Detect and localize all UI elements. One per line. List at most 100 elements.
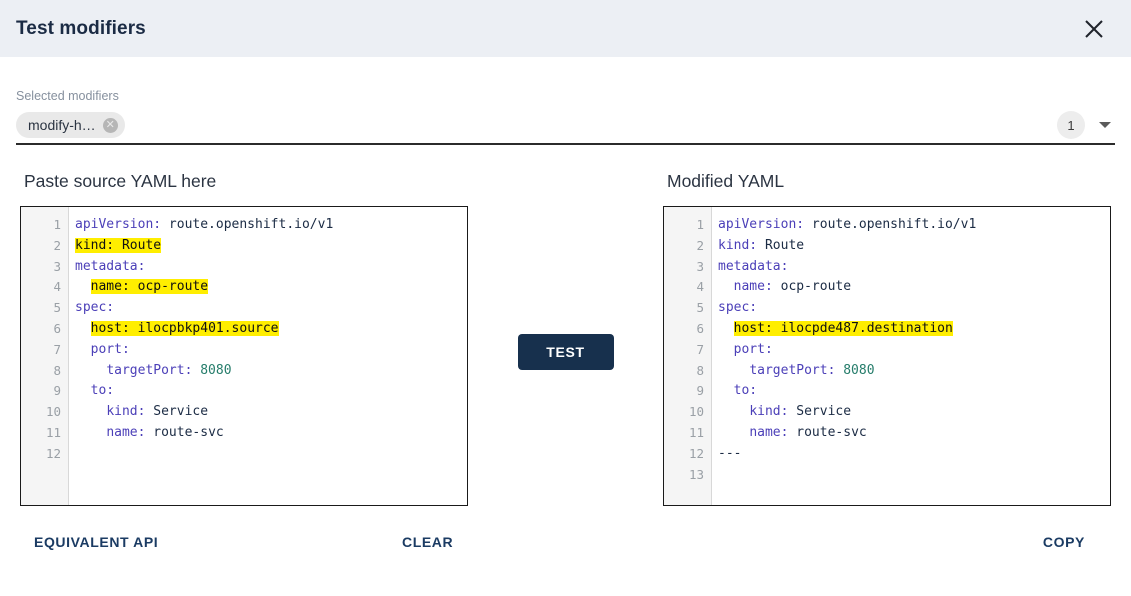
line-number: 12 — [688, 445, 704, 461]
line-number: 13 — [688, 466, 704, 482]
code-line: name: ocp-route — [75, 277, 467, 298]
code-text: --- — [718, 445, 742, 461]
code-line: kind: Route — [75, 236, 467, 257]
code-line: port: — [75, 340, 467, 361]
line-number: 11 — [45, 424, 61, 440]
code-text: name: route-svc — [106, 424, 224, 440]
selected-modifiers-label: Selected modifiers — [16, 89, 119, 103]
line-number: 7 — [696, 341, 704, 357]
line-number: 1 — [696, 217, 704, 232]
code-text: metadata: — [718, 258, 789, 274]
code-line — [718, 465, 1110, 486]
line-number: 10 — [45, 404, 61, 420]
line-number: 3 — [53, 258, 61, 274]
close-icon — [1083, 18, 1105, 40]
code-text: apiVersion: route.openshift.io/v1 — [75, 217, 334, 232]
line-number: 6 — [53, 320, 61, 336]
code-line: metadata: — [75, 257, 467, 278]
line-number: 4 — [53, 279, 61, 295]
selected-modifiers-field[interactable]: modify-h… ✕ 1 — [16, 111, 1115, 145]
dialog-header: Test modifiers — [0, 0, 1131, 57]
page-title: Test modifiers — [16, 17, 146, 39]
line-number: 9 — [53, 383, 61, 399]
code-line: name: route-svc — [75, 423, 467, 444]
line-number: 5 — [696, 300, 704, 316]
code-text: metadata: — [75, 258, 146, 274]
code-line — [75, 444, 467, 465]
code-text: kind: Service — [749, 404, 852, 420]
selected-modifiers-section: Selected modifiers modify-h… ✕ 1 — [0, 57, 1131, 145]
modifier-chip[interactable]: modify-h… ✕ — [16, 112, 125, 138]
line-number: 7 — [53, 341, 61, 357]
highlighted-code: name: ocp-route — [90, 279, 209, 295]
line-number: 11 — [688, 424, 704, 440]
code-line: host: ilocpde487.destination — [718, 319, 1110, 340]
line-number: 9 — [696, 383, 704, 399]
line-number: 1 — [53, 217, 61, 232]
code-text: to: — [90, 383, 115, 399]
source-code-area[interactable]: apiVersion: route.openshift.io/v1 kind: R… — [69, 207, 467, 505]
code-text: targetPort: 8080 — [106, 362, 232, 378]
code-line: apiVersion: route.openshift.io/v1 — [75, 215, 467, 236]
code-line: host: ilocpbkp401.source — [75, 319, 467, 340]
code-text: port: — [90, 341, 130, 357]
code-line: targetPort: 8080 — [718, 361, 1110, 382]
highlighted-code: kind: Route — [75, 237, 162, 253]
equivalent-api-button[interactable]: EQUIVALENT API — [26, 528, 166, 556]
line-number: 8 — [696, 362, 704, 378]
code-line: name: ocp-route — [718, 277, 1110, 298]
clear-button[interactable]: CLEAR — [394, 528, 461, 556]
code-line: port: — [718, 340, 1110, 361]
code-line: --- — [718, 444, 1110, 465]
line-number: 4 — [696, 279, 704, 295]
code-text: apiVersion: route.openshift.io/v1 — [718, 217, 977, 232]
code-text: name: route-svc — [749, 424, 867, 440]
code-line: spec: — [718, 298, 1110, 319]
line-number: 8 — [53, 362, 61, 378]
code-line: metadata: — [718, 257, 1110, 278]
copy-button[interactable]: COPY — [1035, 528, 1093, 556]
close-circle-icon[interactable]: ✕ — [102, 117, 118, 133]
close-dialog-button[interactable] — [1079, 14, 1109, 44]
line-number: 12 — [45, 445, 61, 461]
code-text: to: — [733, 383, 758, 399]
line-number: 3 — [696, 258, 704, 274]
code-text: port: — [733, 341, 773, 357]
line-number: 10 — [688, 404, 704, 420]
code-line: to: — [75, 381, 467, 402]
code-line: targetPort: 8080 — [75, 361, 467, 382]
highlighted-code: host: ilocpde487.destination — [733, 320, 953, 336]
source-pane-title: Paste source YAML here — [24, 171, 217, 191]
highlighted-code: host: ilocpbkp401.source — [90, 320, 279, 336]
code-text: spec: — [718, 300, 758, 316]
code-line: name: route-svc — [718, 423, 1110, 444]
code-line: to: — [718, 381, 1110, 402]
modified-code-area[interactable]: apiVersion: route.openshift.io/v1 kind: R… — [712, 207, 1110, 505]
code-line: apiVersion: route.openshift.io/v1 — [718, 215, 1110, 236]
modifier-chip-label: modify-h… — [28, 117, 96, 133]
modifier-count-badge: 1 — [1057, 111, 1085, 139]
line-number: 5 — [53, 300, 61, 316]
code-line: spec: — [75, 298, 467, 319]
line-number: 6 — [696, 320, 704, 336]
test-button-container: TEST — [468, 171, 663, 370]
test-button[interactable]: TEST — [517, 334, 614, 370]
code-text: targetPort: 8080 — [749, 362, 875, 378]
chevron-down-icon[interactable] — [1099, 122, 1111, 128]
footer-actions: EQUIVALENT API CLEAR COPY — [0, 522, 1131, 562]
code-text: name: ocp-route — [733, 279, 852, 295]
code-line: kind: Route — [718, 236, 1110, 257]
code-text: kind: Route — [718, 237, 805, 253]
code-line: kind: Service — [718, 402, 1110, 423]
field-right-controls: 1 — [1057, 111, 1115, 139]
code-text: spec: — [75, 300, 115, 316]
code-line: kind: Service — [75, 402, 467, 423]
modified-pane-title: Modified YAML — [667, 171, 785, 191]
